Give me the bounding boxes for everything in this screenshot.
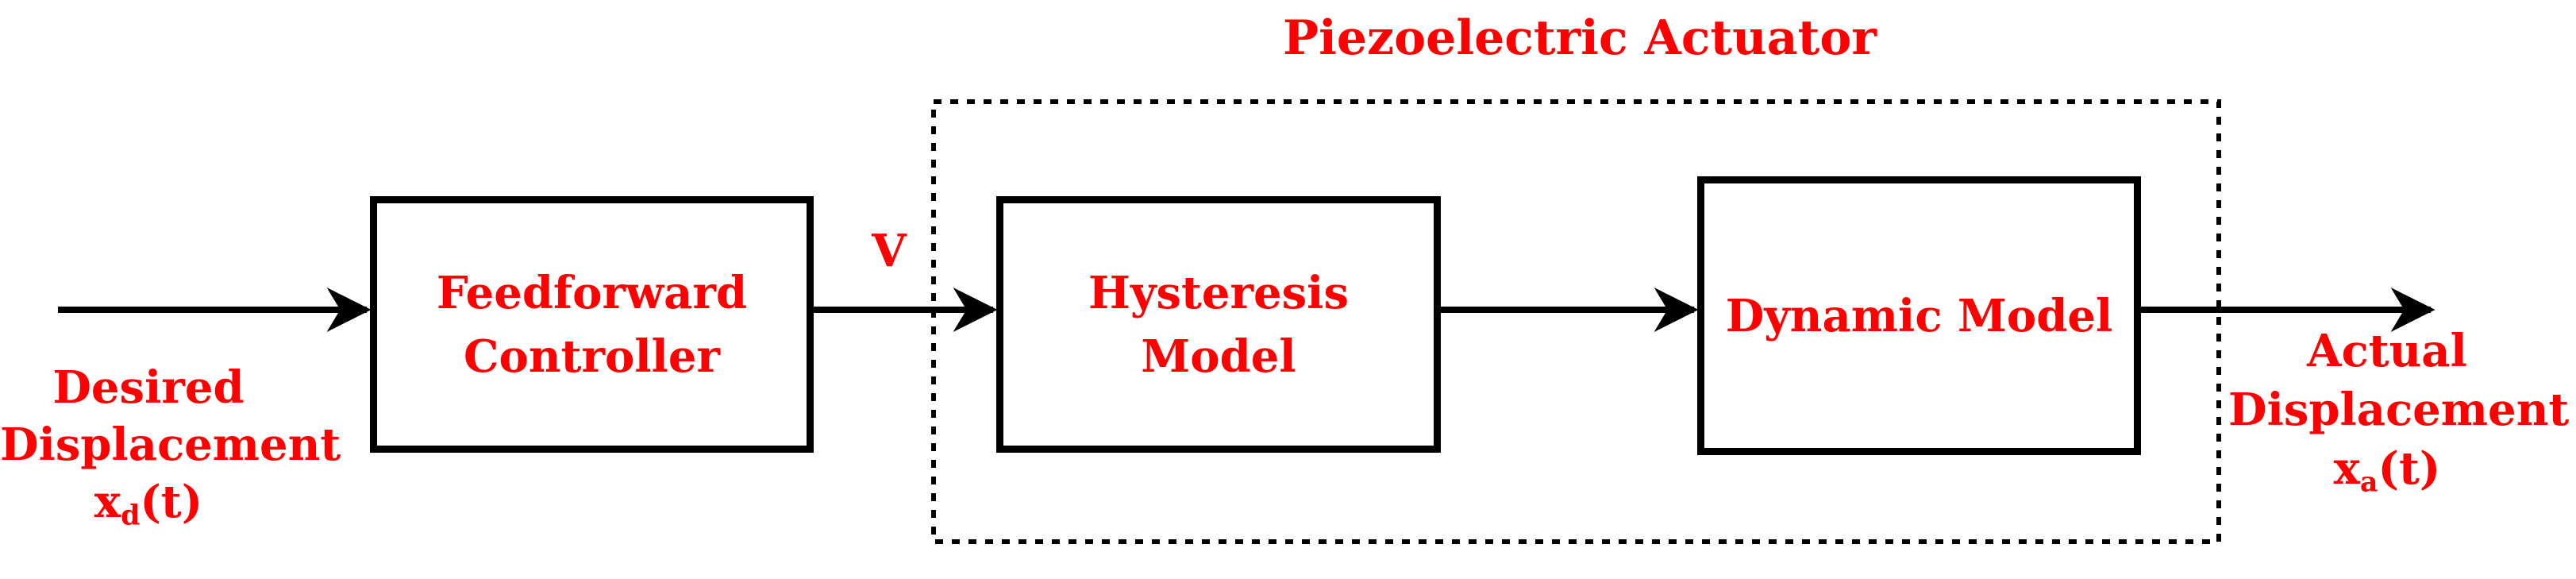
actual-displacement-line1: Actual bbox=[2307, 325, 2467, 377]
desired-displacement-symbol: xd(t) bbox=[94, 476, 203, 532]
actual-displacement-line2: Displacement bbox=[2228, 384, 2570, 436]
dynamic-model-block: Dynamic Model bbox=[1697, 176, 2141, 455]
desired-displacement-label: Desired Displacement xd(t) bbox=[0, 359, 341, 532]
piezoelectric-actuator-boundary bbox=[931, 99, 2221, 544]
actual-displacement-symbol: xa(t) bbox=[2333, 442, 2441, 499]
hysteresis-model-block: Hysteresis Model bbox=[996, 196, 1441, 453]
desired-displacement-line1: Desired bbox=[52, 361, 245, 414]
dynamic-model-label: Dynamic Model bbox=[1725, 289, 2113, 342]
piezoelectric-actuator-title: Piezoelectric Actuator bbox=[1282, 10, 1877, 66]
desired-displacement-line2: Displacement bbox=[0, 419, 341, 471]
voltage-signal-label: V bbox=[872, 225, 907, 277]
feedforward-controller-block: Feedforward Controller bbox=[370, 196, 814, 453]
feedforward-controller-label: Feedforward Controller bbox=[436, 266, 748, 383]
hysteresis-model-label: Hysteresis Model bbox=[1088, 266, 1349, 383]
actual-displacement-label: Actual Displacement xa(t) bbox=[2228, 322, 2570, 499]
